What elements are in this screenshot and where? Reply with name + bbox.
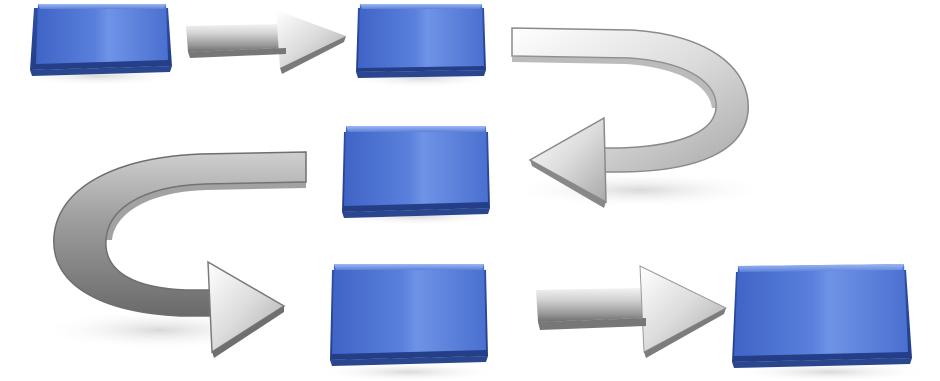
straight-arrow-2 [536, 266, 726, 358]
process-block-2 [356, 4, 486, 78]
process-block-5 [732, 264, 912, 368]
process-block-3 [342, 126, 490, 218]
process-block-1 [30, 4, 172, 76]
straight-arrow-1 [186, 10, 346, 74]
process-block-4 [330, 264, 488, 366]
